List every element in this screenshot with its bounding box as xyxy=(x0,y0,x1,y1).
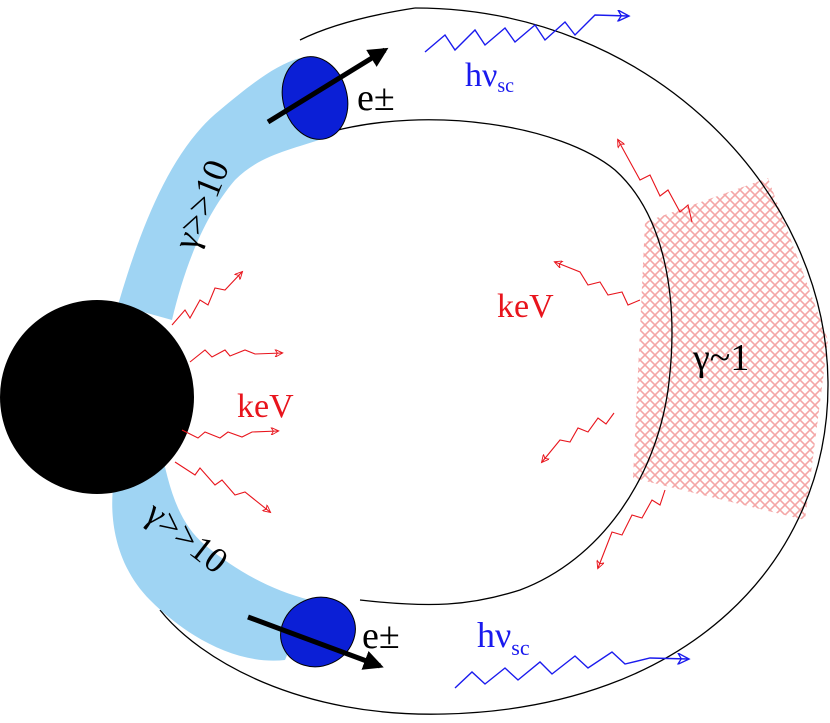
left-kev-photons xyxy=(171,272,282,512)
central-black-body xyxy=(0,300,194,494)
hatch-region-gamma-1 xyxy=(633,178,828,520)
kev-photon-arrow xyxy=(618,140,693,223)
lower-jet-band xyxy=(112,445,310,661)
outer-ring-top-join xyxy=(299,7,416,41)
hnu-lower-label: hνsc xyxy=(477,615,530,660)
upper-plasma-blob xyxy=(281,56,349,140)
positron-lower-label: e± xyxy=(362,615,400,657)
kev-photon-arrow xyxy=(598,489,666,568)
kev-photon-arrow xyxy=(555,262,641,306)
kev-photon-arrow xyxy=(189,350,282,363)
upper-jet-band xyxy=(118,58,325,320)
outer-ring-boundary xyxy=(159,7,829,715)
upper-pair-arrow xyxy=(266,47,389,125)
lower-scattered-photon xyxy=(454,651,688,689)
upper-scattered-photon xyxy=(424,15,628,53)
kev-photon-arrow xyxy=(542,412,615,462)
lower-pair-arrow xyxy=(247,614,384,670)
positron-upper-label: e± xyxy=(357,77,395,119)
hnu-upper-label: hνsc xyxy=(465,57,514,97)
right-kev-photons xyxy=(542,140,693,568)
inner-ring-boundary xyxy=(329,119,673,606)
kev-left-label: keV xyxy=(237,388,294,425)
gamma-disk-label: γ~1 xyxy=(692,337,749,379)
kev-photon-arrow xyxy=(181,430,278,439)
kev-photon-arrow xyxy=(171,272,242,326)
kev-right-label: keV xyxy=(497,288,554,325)
kev-photon-arrow xyxy=(174,461,270,512)
